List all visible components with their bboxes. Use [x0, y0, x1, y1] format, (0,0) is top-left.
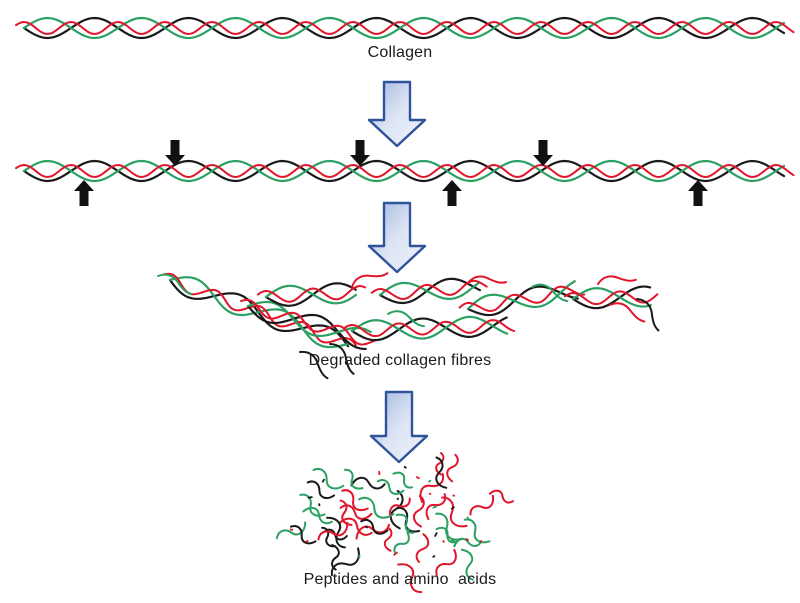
cleavage-arrow-up	[442, 180, 462, 206]
loose-strand	[609, 302, 646, 323]
degraded-fragment	[256, 282, 367, 307]
cleavage-arrow-down	[533, 140, 553, 166]
cleavage-arrow-down	[350, 140, 370, 166]
loose-strand	[299, 350, 329, 380]
cleavage-arrow-up	[688, 180, 708, 206]
cleaved-helix	[15, 159, 795, 183]
loose-strand	[467, 275, 508, 284]
label-peptides-amino-acids: Peptides and amino acids	[303, 571, 497, 588]
degraded-fragment	[563, 285, 659, 310]
cleavage-arrow-up	[74, 180, 94, 206]
loose-strand	[329, 343, 355, 375]
loose-strand	[531, 283, 569, 303]
collagen-helix	[15, 16, 795, 40]
degraded-fragment	[162, 272, 357, 349]
loose-strand	[387, 310, 426, 328]
loose-strand	[597, 275, 637, 285]
loose-strand	[351, 272, 389, 288]
flow-arrow-2	[367, 201, 427, 274]
degraded-fragment	[240, 298, 377, 351]
loose-strand	[157, 273, 193, 296]
flow-arrow-3	[369, 390, 429, 464]
cleavage-arrow-down	[165, 140, 185, 166]
label-collagen: Collagen	[367, 44, 433, 61]
peptide-cluster	[275, 452, 515, 594]
loose-strand	[636, 298, 660, 332]
label-degraded-collagen-fibres: Degraded collagen fibres	[308, 352, 492, 369]
degraded-fragment	[458, 280, 586, 317]
flow-arrow-1	[367, 80, 427, 148]
degraded-fragment	[342, 315, 516, 342]
